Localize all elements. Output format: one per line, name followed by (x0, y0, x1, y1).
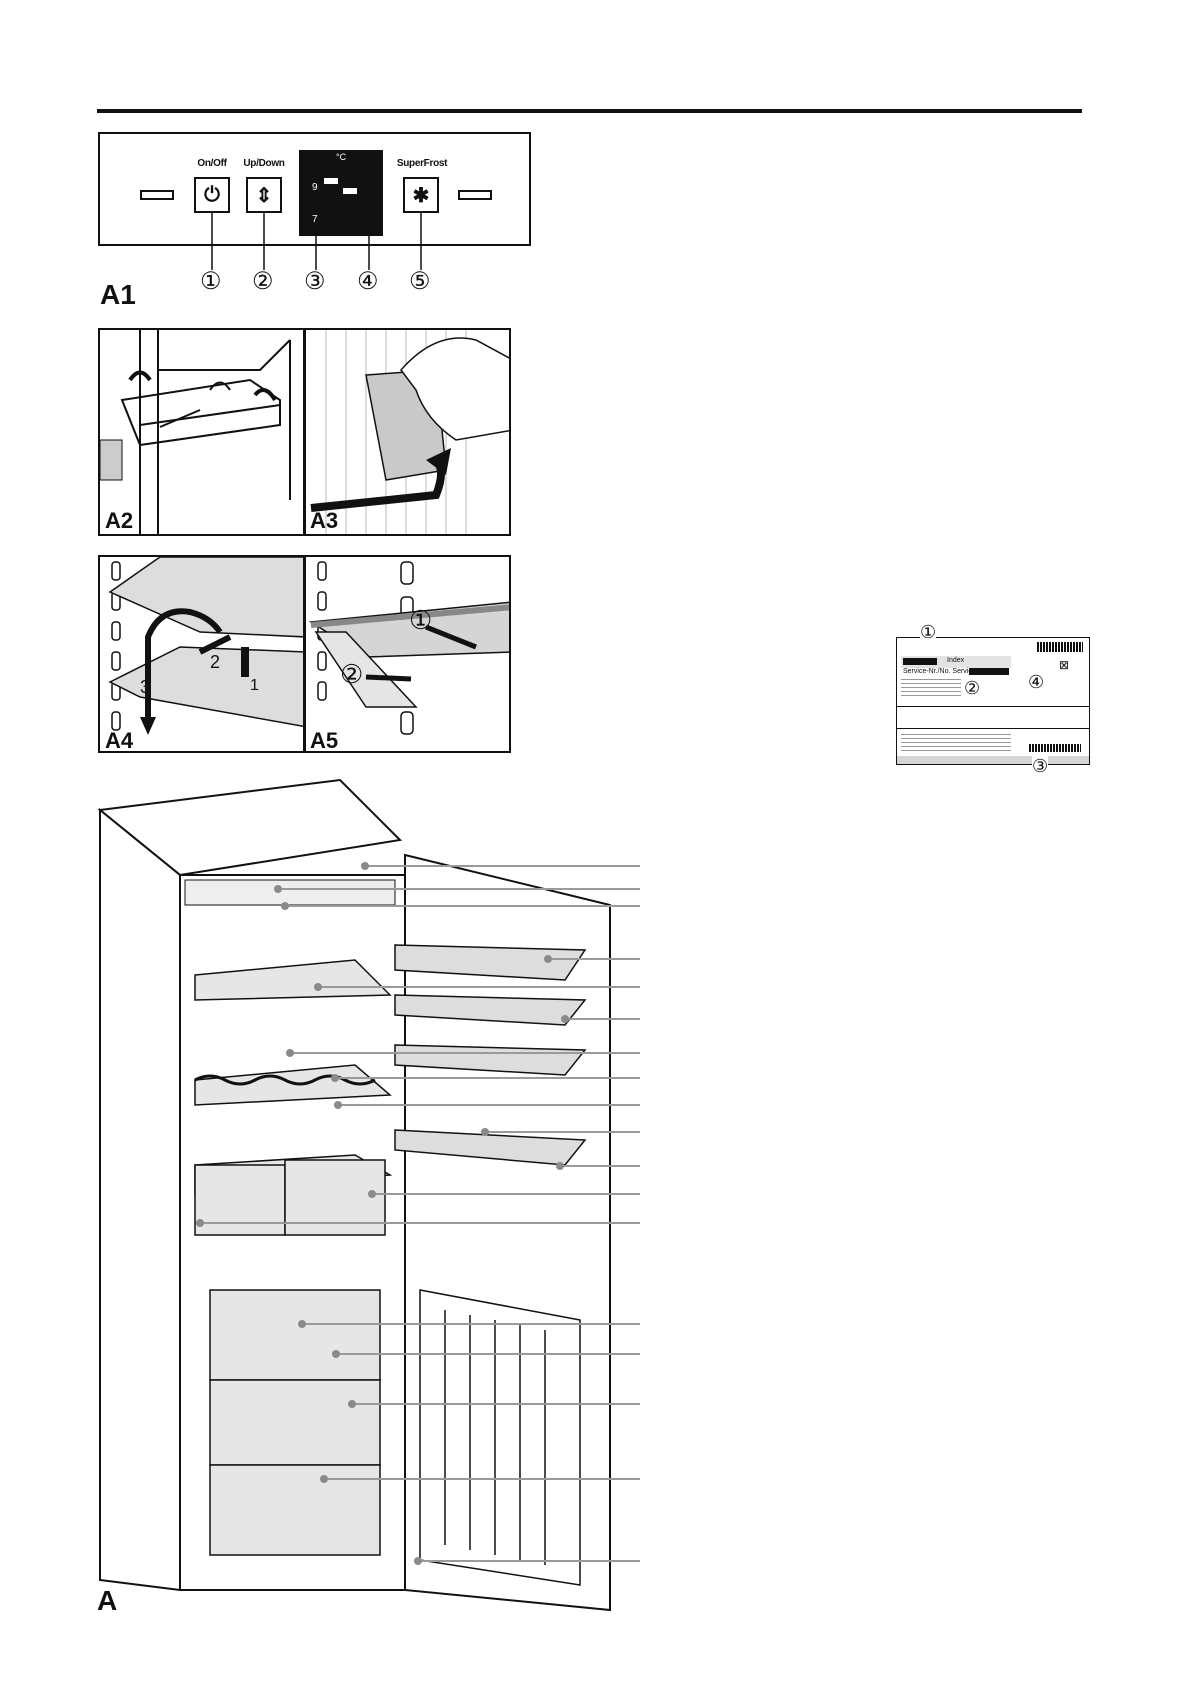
plate-callout-3: ③ (1032, 754, 1049, 778)
a5-step-2: ② (340, 659, 364, 689)
display-scale: 9 7 5 3 1 (312, 162, 323, 341)
display-segment (324, 178, 338, 184)
plate-text-lines (901, 676, 961, 696)
superfrost-label: SuperFrost (396, 158, 448, 169)
leader-line (565, 1018, 640, 1020)
plate-serial-barcode (1029, 744, 1081, 752)
leader-dot (334, 1101, 342, 1109)
plate-table-lines (901, 733, 1011, 751)
leader-line (372, 1193, 640, 1195)
leader-line (302, 1323, 640, 1325)
figure-label-a2: A2 (105, 508, 134, 533)
leader-dot (286, 1049, 294, 1057)
callout-1: ① (200, 268, 222, 295)
a5-step-1: ① (409, 605, 433, 635)
leader-dot (331, 1074, 339, 1082)
leader-dot (481, 1128, 489, 1136)
leader-dot (314, 983, 322, 991)
scale-1: 1 (312, 308, 318, 319)
leader-dot (414, 1557, 422, 1565)
figure-label-a5: A5 (310, 728, 339, 753)
leader-dot (348, 1400, 356, 1408)
plate-callout-1: ① (920, 620, 937, 644)
temperature-indicator-right-icon (458, 190, 492, 200)
leader-line (324, 1478, 640, 1480)
leader-dot (320, 1475, 328, 1483)
scale-9: 9 (312, 182, 318, 193)
display-segment (343, 188, 357, 194)
callout-4: ④ (357, 268, 379, 295)
up-down-label: Up/Down (243, 158, 285, 169)
on-off-button[interactable]: ⏻ (194, 177, 230, 213)
figure-a3-illustration (310, 330, 509, 534)
scale-7: 7 (312, 213, 318, 225)
recycle-bin-icon: ⊠ (1059, 658, 1070, 672)
leader-dot (544, 955, 552, 963)
snowflake-icon: ✱ (412, 184, 430, 207)
a4-step-3: 3 (140, 677, 151, 697)
plate-callout-4: ④ (1028, 670, 1045, 694)
scale-5: 5 (312, 245, 318, 256)
plate-service-label: Service-Nr./No. Service (903, 668, 976, 675)
callout-3: ③ (304, 268, 326, 295)
figure-a4-illustration (108, 557, 303, 735)
callout-5: ⑤ (409, 268, 431, 295)
leader-dot (361, 862, 369, 870)
leader-line (278, 888, 640, 890)
a4-step-2: 2 (210, 652, 221, 672)
rating-plate: Index Service-Nr./No. Service ⊠ (896, 637, 1090, 765)
leader-line (365, 865, 640, 867)
leader-dot (298, 1320, 306, 1328)
figure-label-a4: A4 (105, 728, 134, 753)
figure-a3-box (304, 328, 511, 536)
figure-a5-box: ① ② (304, 555, 511, 753)
figure-label-a3: A3 (310, 508, 339, 533)
leader-dot (274, 885, 282, 893)
leader-line (560, 1165, 640, 1167)
up-down-button[interactable]: ⇕ (246, 177, 282, 213)
leader-line (285, 905, 640, 907)
leader-line (338, 1104, 640, 1106)
power-icon: ⏻ (204, 183, 220, 206)
figure-a2-box (98, 328, 305, 536)
leader-line (336, 1353, 640, 1355)
figure-a5-illustration (308, 561, 509, 735)
callout-2: ② (252, 268, 274, 295)
barcode (1037, 642, 1083, 652)
leader-dot (368, 1190, 376, 1198)
leader-line (200, 1222, 640, 1224)
plate-index-label: Index (947, 657, 965, 664)
temperature-display: °C 9 7 5 3 1 (299, 150, 383, 319)
figure-a4-box: 3 2 1 (98, 555, 305, 753)
leader-dot (556, 1162, 564, 1170)
figure-label-a: A (97, 1585, 118, 1616)
control-panel (98, 132, 531, 246)
leader-dot (196, 1219, 204, 1227)
figure-a2-illustration (100, 330, 291, 534)
superfrost-button[interactable]: ✱ (403, 177, 439, 213)
leader-line (352, 1403, 640, 1405)
plate-service-code (969, 668, 1009, 675)
leader-line (418, 1560, 640, 1562)
leader-dot (332, 1350, 340, 1358)
leader-line (548, 958, 640, 960)
on-off-label: On/Off (197, 158, 227, 169)
figure-label-a1: A1 (100, 279, 136, 310)
scale-3: 3 (312, 276, 318, 288)
leader-line (485, 1131, 640, 1133)
header-rule (97, 109, 1082, 113)
temperature-indicator-left-icon (140, 190, 174, 200)
up-down-icon: ⇕ (255, 184, 273, 207)
plate-code (903, 658, 937, 665)
leader-line (318, 986, 640, 988)
leader-line (290, 1052, 640, 1054)
display-unit: °C (336, 152, 347, 162)
plate-callout-2: ② (964, 676, 981, 700)
leader-line (335, 1077, 640, 1079)
leader-dot (281, 902, 289, 910)
leader-dot (561, 1015, 569, 1023)
a4-step-1: 1 (250, 677, 259, 694)
